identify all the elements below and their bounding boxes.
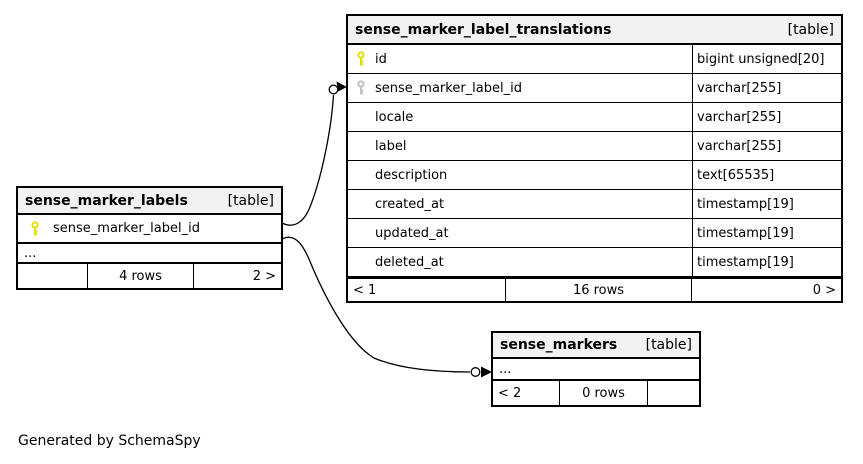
table-footer: < 2 0 rows [493, 381, 699, 405]
column-name[interactable]: locale [375, 109, 414, 125]
table-row: label varchar[255] [348, 132, 841, 161]
rows-count: 16 rows [506, 279, 692, 301]
table-badge: [table] [787, 21, 834, 38]
table-title[interactable]: sense_markers [500, 337, 618, 353]
foreign-key-icon [356, 80, 375, 96]
paging-next[interactable]: 2 > [252, 268, 276, 284]
connector-labels-translations [281, 94, 335, 226]
column-name[interactable]: created_at [375, 196, 445, 212]
table-title[interactable]: sense_marker_label_translations [355, 21, 612, 38]
table-row: sense_marker_label_id varchar[255] [348, 74, 841, 103]
table-sense_marker_labels: sense_marker_labels [table] sense_marker… [16, 186, 283, 290]
table-row: updated_at timestamp[19] [348, 219, 841, 248]
paging-prev[interactable]: < 1 [348, 279, 506, 301]
column-type: timestamp[19] [692, 190, 841, 218]
table-sense_marker_label_translations: sense_marker_label_translations [table] … [346, 14, 843, 303]
table-row: description text[65535] [348, 161, 841, 190]
column-name[interactable]: id [375, 51, 387, 67]
column-type: varchar[255] [692, 74, 841, 102]
paging-next [648, 381, 699, 405]
table-footer: 4 rows 2 > [18, 264, 281, 288]
table-badge: [table] [645, 337, 692, 353]
column-name[interactable]: sense_marker_label_id [53, 221, 200, 236]
column-type: text[65535] [692, 161, 841, 189]
fk-endpoint-circle [328, 84, 339, 95]
paging-prev [18, 264, 88, 288]
primary-key-icon [356, 51, 375, 67]
table-row: id bigint unsigned[20] [348, 45, 841, 74]
table-row: deleted_at timestamp[19] [348, 248, 841, 277]
table-header: sense_markers [table] [493, 333, 699, 359]
table-row: locale varchar[255] [348, 103, 841, 132]
column-name[interactable]: updated_at [375, 225, 449, 241]
column-name[interactable]: sense_marker_label_id [375, 80, 522, 96]
table-badge: [table] [227, 192, 274, 209]
table-header: sense_marker_labels [table] [18, 188, 281, 215]
column-name[interactable]: description [375, 167, 448, 183]
column-type: varchar[255] [692, 103, 841, 131]
ellipsis-row: ... [493, 359, 699, 381]
paging-prev[interactable]: < 2 [493, 381, 560, 405]
table-row: sense_marker_label_id [18, 215, 281, 244]
column-type: varchar[255] [692, 132, 841, 160]
ellipsis-row: ... [18, 244, 281, 264]
table-title[interactable]: sense_marker_labels [25, 192, 188, 209]
primary-key-icon [30, 220, 53, 237]
column-name[interactable]: deleted_at [375, 254, 444, 270]
paging-next[interactable]: 0 > [812, 282, 836, 298]
table-sense_markers: sense_markers [table] ... < 2 0 rows [491, 331, 701, 407]
column-type: bigint unsigned[20] [692, 45, 841, 73]
table-row: created_at timestamp[19] [348, 190, 841, 219]
column-name[interactable]: label [375, 138, 407, 154]
rows-count: 0 rows [560, 381, 648, 405]
column-type: timestamp[19] [692, 248, 841, 276]
column-type: timestamp[19] [692, 219, 841, 247]
fk-endpoint-circle [470, 367, 481, 377]
table-header: sense_marker_label_translations [table] [348, 16, 841, 45]
rows-count: 4 rows [88, 264, 194, 288]
table-footer: < 1 16 rows 0 > [348, 277, 841, 301]
generated-by-note: Generated by SchemaSpy [18, 433, 201, 449]
